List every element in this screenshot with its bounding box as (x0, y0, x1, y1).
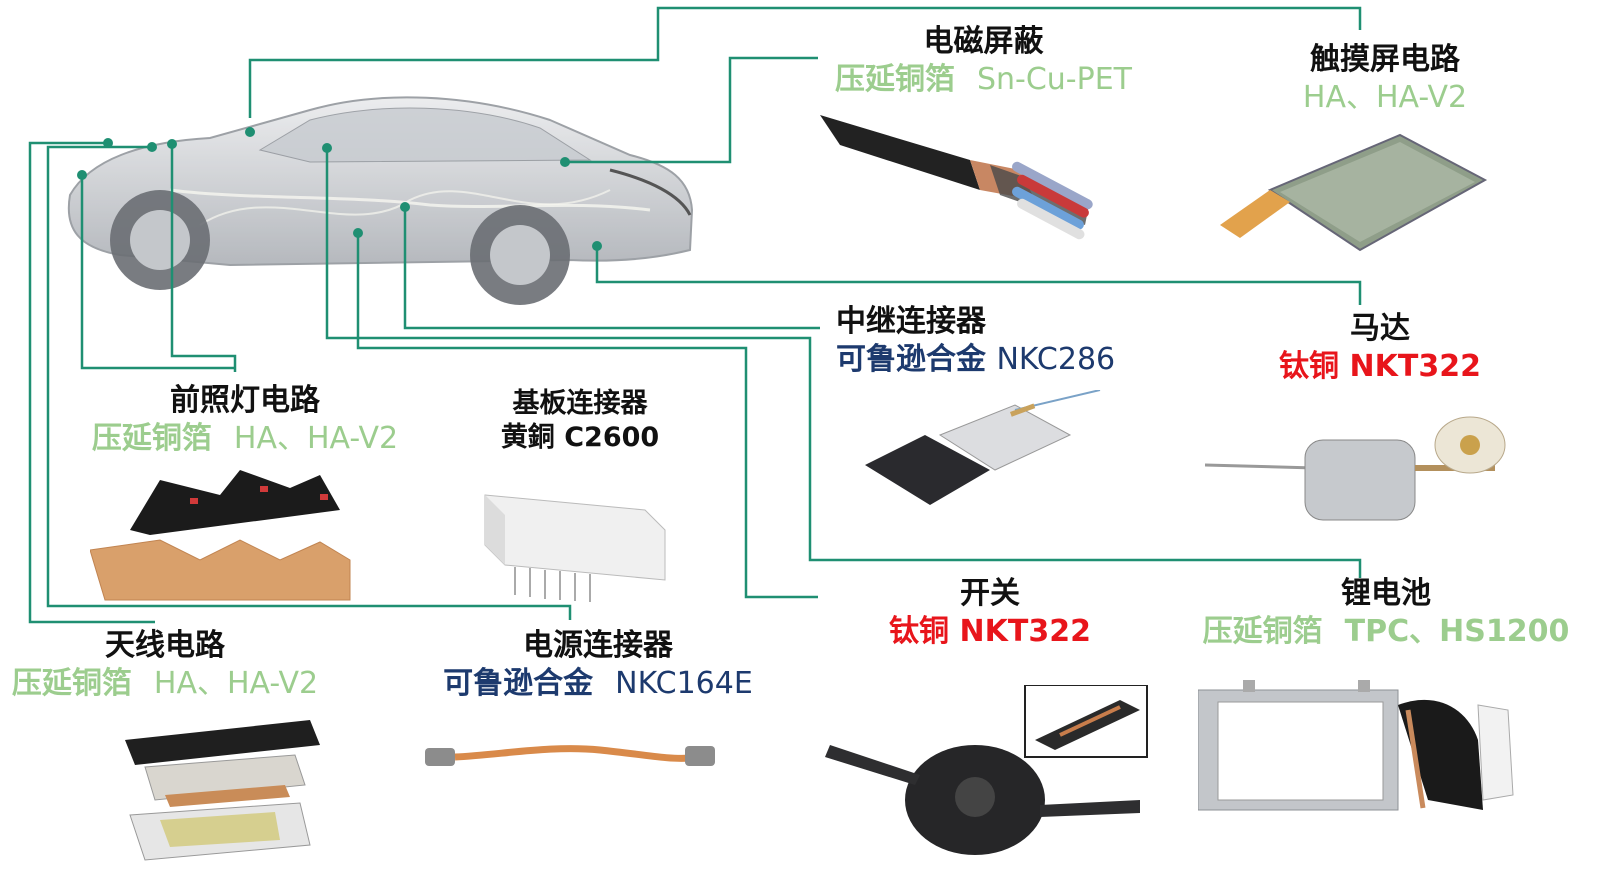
steering-switch-icon (825, 685, 1148, 855)
grade-headlamp-circuit: HA、HA-V2 (233, 420, 399, 456)
title-touch-panel: 触摸屏电路 (1310, 42, 1460, 77)
title-relay-connector: 中继连接器 (836, 304, 986, 339)
lithium-battery-icon (1198, 680, 1514, 811)
grade-switch: NKT322 (959, 613, 1091, 649)
material-motor: 钛铜 NKT322 (1270, 348, 1490, 384)
material-battery: 压延铜箔 TPC、HS1200 (1196, 613, 1576, 649)
label-headlamp-circuit: 前照灯电路 压延铜箔 HA、HA-V2 (80, 385, 410, 454)
touch-panel-icon (1220, 133, 1488, 252)
shielded-cable-icon (820, 115, 1093, 240)
material-name-switch: 钛铜 (889, 613, 950, 649)
material-name-power-connector: 可鲁逊合金 (443, 665, 594, 701)
material-name-headlamp-circuit: 压延铜箔 (91, 420, 212, 456)
title-board-connector: 基板连接器 (512, 388, 648, 419)
flex-circuit-icon (90, 470, 351, 601)
material-relay-connector: 可鲁逊合金 NKC286 (836, 341, 1116, 377)
label-relay-connector: 中继连接器 可鲁逊合金 NKC286 (836, 306, 1115, 375)
relay-connector-icon (865, 390, 1101, 505)
antenna-module-icon (125, 720, 320, 861)
grade-relay-connector: NKC286 (996, 341, 1116, 377)
material-switch: 钛铜 NKT322 (885, 613, 1095, 649)
material-name-relay-connector: 可鲁逊合金 (836, 341, 986, 377)
title-motor: 马达 (1350, 311, 1410, 346)
label-battery: 锂电池 压延铜箔 TPC、HS1200 (1196, 578, 1576, 647)
material-name-motor: 钛铜 (1279, 348, 1340, 384)
material-name-battery: 压延铜箔 (1202, 613, 1323, 649)
label-touch-panel: 触摸屏电路 HA、HA-V2 (1290, 44, 1480, 113)
label-antenna-circuit: 天线电路 压延铜箔 HA、HA-V2 (0, 630, 330, 699)
title-antenna-circuit: 天线电路 (105, 628, 225, 663)
material-name-antenna-circuit: 压延铜箔 (11, 665, 132, 701)
car-icon (67, 96, 694, 305)
material-emi-shielding: 压延铜箔 Sn-Cu-PET (816, 61, 1151, 97)
label-motor: 马达 钛铜 NKT322 (1270, 313, 1490, 382)
title-emi-shielding: 电磁屏蔽 (923, 24, 1044, 59)
material-power-connector: 可鲁逊合金 NKC164E (428, 665, 768, 701)
grade-power-connector: NKC164E (615, 665, 753, 701)
board-connector-icon (484, 494, 666, 602)
grade-motor: NKT322 (1349, 348, 1481, 384)
title-switch: 开关 (960, 576, 1020, 611)
motor-icon (1205, 416, 1506, 521)
label-switch: 开关 钛铜 NKT322 (885, 578, 1095, 647)
grade-antenna-circuit: HA、HA-V2 (153, 665, 319, 701)
material-name-board-connector: 黄銅 (500, 422, 555, 454)
grade-touch-panel: HA、HA-V2 (1302, 79, 1468, 115)
grade-battery: TPC、HS1200 (1344, 613, 1570, 649)
title-power-connector: 电源连接器 (523, 628, 673, 663)
power-cable-icon (425, 745, 715, 766)
material-antenna-circuit: 压延铜箔 HA、HA-V2 (0, 665, 330, 701)
grade-emi-shielding: Sn-Cu-PET (976, 61, 1133, 97)
material-name-emi-shielding: 压延铜箔 (834, 61, 955, 97)
material-headlamp-circuit: 压延铜箔 HA、HA-V2 (80, 420, 410, 456)
grade-board-connector: C2600 (564, 422, 660, 454)
label-power-connector: 电源连接器 可鲁逊合金 NKC164E (428, 630, 768, 699)
label-emi-shielding: 电磁屏蔽 压延铜箔 Sn-Cu-PET (816, 26, 1151, 95)
title-battery: 锂电池 (1341, 576, 1431, 611)
material-board-connector: 黄銅 C2600 (490, 424, 670, 452)
label-board-connector: 基板连接器 黄銅 C2600 (490, 388, 670, 453)
title-headlamp-circuit: 前照灯电路 (170, 383, 320, 418)
